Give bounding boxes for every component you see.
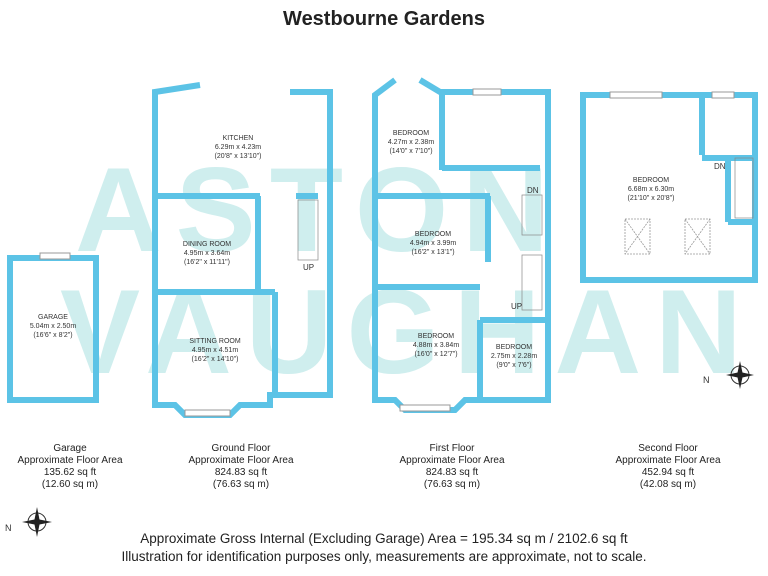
page-title: Westbourne Gardens	[283, 8, 485, 30]
compass-rose-icon	[22, 507, 52, 537]
windows	[39, 88, 735, 417]
ground-floor-walls	[152, 82, 333, 418]
stairs-down-label: DN	[714, 162, 726, 171]
stairs-down-label: DN	[527, 186, 539, 195]
stairs	[297, 157, 754, 311]
compass-north-label: N	[5, 523, 12, 533]
gross-area-note: Approximate Gross Internal (Excluding Ga…	[140, 531, 628, 546]
first-floor-walls	[372, 77, 551, 413]
skylights	[624, 218, 711, 255]
stairs-up-label: UP	[511, 302, 523, 311]
compass-north-label: N	[703, 375, 710, 385]
disclaimer-note: Illustration for identification purposes…	[121, 549, 647, 564]
compass-rose-icon	[726, 361, 754, 389]
stairs-up-label: UP	[303, 263, 315, 272]
